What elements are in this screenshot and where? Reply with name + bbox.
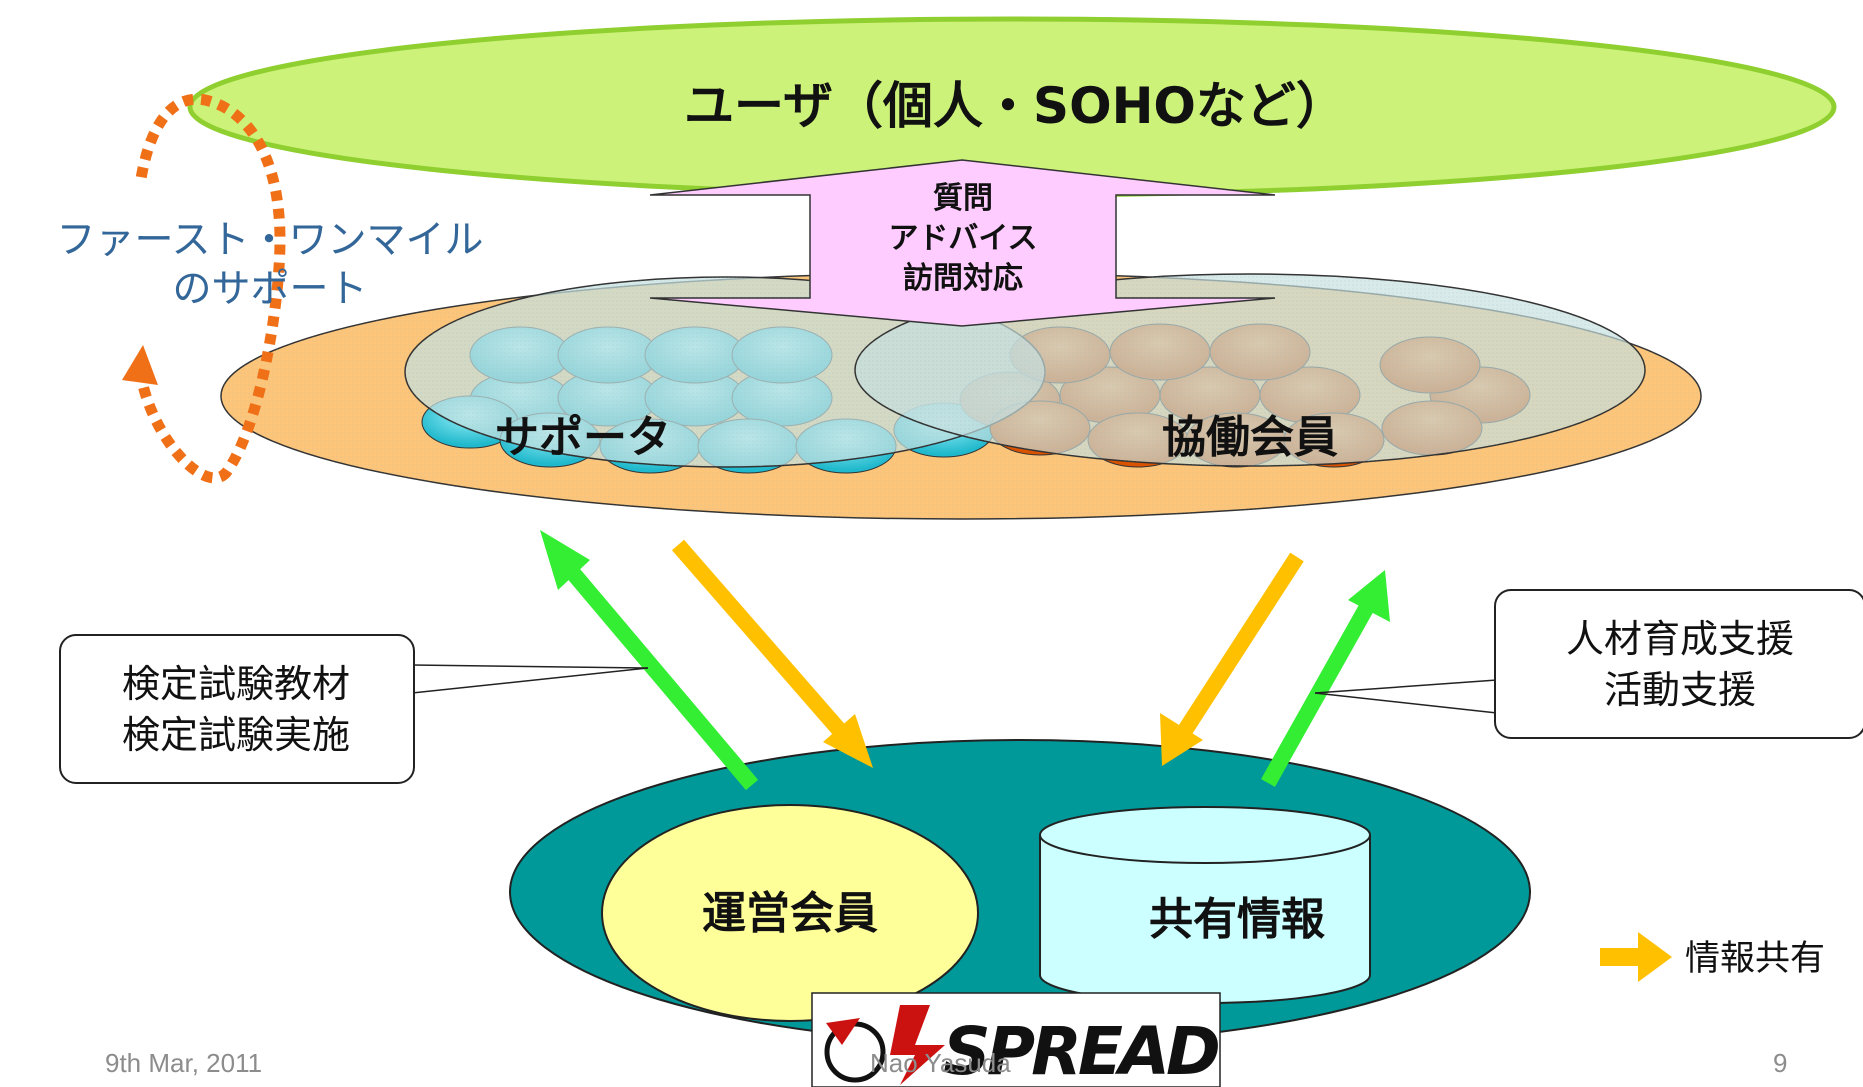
first-one-mile-line-1: ファースト・ワンマイル bbox=[56, 218, 483, 263]
supporter-label: サポータ bbox=[495, 412, 671, 463]
pink-arrow-line-3: 訪問対応 bbox=[903, 261, 1023, 296]
footer-date: 9th Mar, 2011 bbox=[105, 1048, 263, 1078]
user-label: ユーザ（個人・SOHOなど） bbox=[684, 77, 1346, 135]
legend-arrow-icon bbox=[1600, 932, 1672, 982]
collab-label: 協働会員 bbox=[1162, 412, 1338, 463]
shared-info-label: 共有情報 bbox=[1149, 894, 1325, 945]
pink-arrow-line-2: アドバイス bbox=[888, 221, 1037, 256]
logo-text: SPREAD bbox=[943, 1013, 1218, 1087]
callout-right-line-2: 活動支援 bbox=[1604, 668, 1756, 712]
footer-author: Nao Yasuda bbox=[870, 1048, 1011, 1078]
shared-info-cylinder bbox=[1039, 806, 1371, 1004]
first-one-mile-dotted-loop bbox=[134, 93, 286, 484]
first-one-mile-line-2: のサポート bbox=[172, 267, 367, 312]
callout-right-line-1: 人材育成支援 bbox=[1566, 617, 1794, 661]
pink-double-arrow bbox=[649, 159, 1276, 327]
callout-right-box bbox=[1494, 589, 1863, 739]
green-arrow-left bbox=[540, 530, 759, 791]
operating-members-label: 運営会員 bbox=[702, 888, 878, 939]
yellow-arrow-left bbox=[671, 539, 873, 768]
green-arrow-right bbox=[1261, 570, 1390, 787]
callout-left-line-1: 検定試験教材 bbox=[122, 662, 350, 706]
spread-logo: SPREAD bbox=[811, 992, 1222, 1087]
yellow-arrow-right bbox=[1160, 552, 1304, 766]
footer-page-number: 9 bbox=[1773, 1048, 1788, 1078]
operating-members-circle bbox=[601, 804, 979, 1022]
legend-label: 情報共有 bbox=[1685, 939, 1825, 979]
dotted-loop-arrowhead bbox=[122, 345, 158, 385]
pink-arrow-line-1: 質問 bbox=[933, 181, 993, 216]
callout-left-line-2: 検定試験実施 bbox=[122, 713, 350, 757]
callout-left-box bbox=[59, 634, 415, 784]
